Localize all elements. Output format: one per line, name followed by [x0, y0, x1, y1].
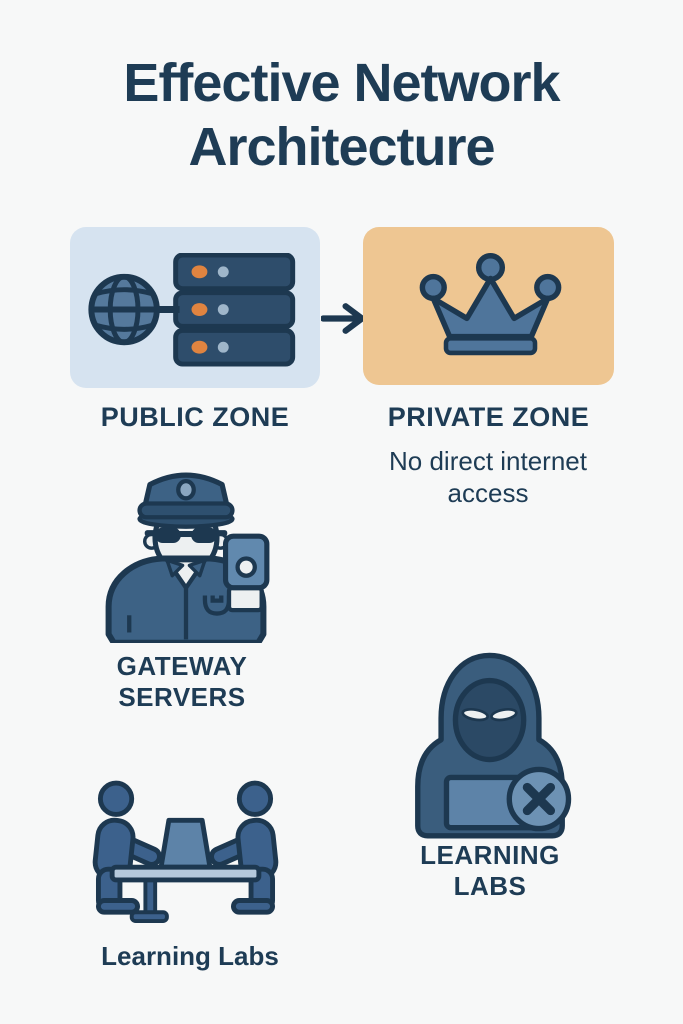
private-zone-card — [363, 227, 614, 385]
public-zone-card — [70, 227, 320, 388]
page-title-line2: Architecture — [188, 116, 495, 177]
private-zone-label: PRIVATE ZONE — [387, 402, 590, 432]
globe-servers-icon — [88, 253, 296, 367]
page-title-line1: Effective Network — [123, 53, 560, 113]
page-title: Effective Network Architecture — [0, 52, 683, 179]
private-zone-note: No direct internet access — [389, 446, 587, 508]
arrow-right-icon — [321, 303, 365, 334]
police-officer-icon — [105, 472, 270, 643]
hacker-blocked-icon — [415, 652, 572, 839]
public-zone-label: PUBLIC ZONE — [100, 402, 290, 432]
learning-labs-caption: Learning Labs — [101, 941, 279, 971]
learning-labs-label: LEARNING LABS — [420, 840, 560, 902]
crown-icon — [419, 253, 562, 356]
gateway-servers-label: GATEWAY SERVERS — [116, 651, 248, 713]
people-at-table-icon — [92, 780, 279, 923]
